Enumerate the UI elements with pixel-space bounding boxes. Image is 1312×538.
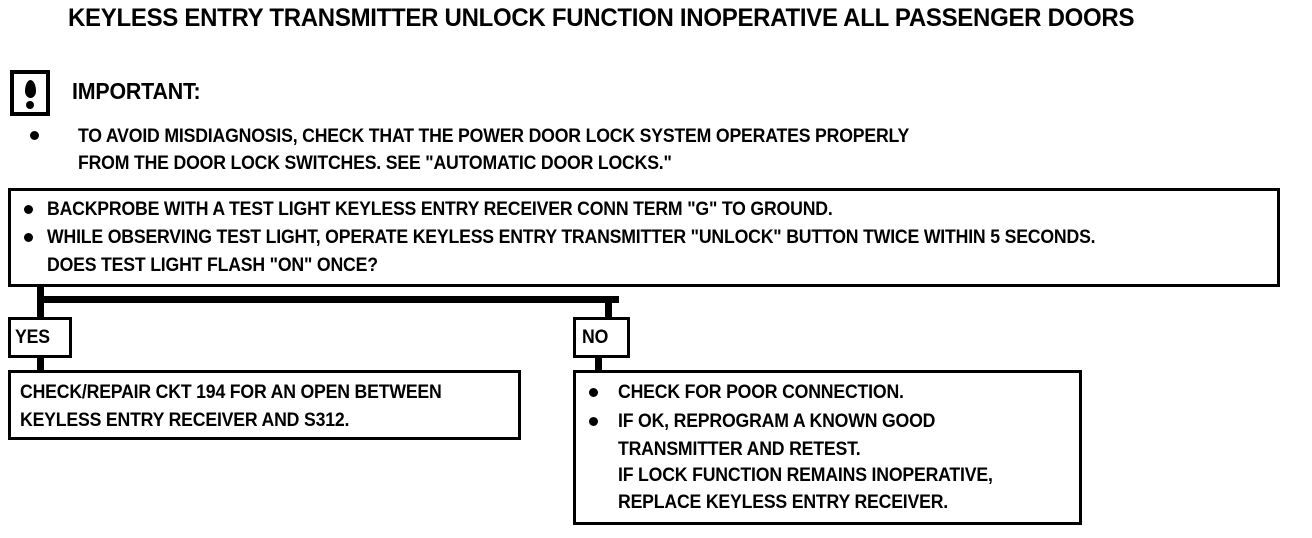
yes-result-box bbox=[8, 370, 521, 440]
connector-to-no bbox=[605, 296, 612, 320]
test-step-line-1: BACKPROBE WITH A TEST LIGHT KEYLESS ENTR… bbox=[47, 199, 833, 220]
no-result-line-4: IF LOCK FUNCTION REMAINS INOPERATIVE, bbox=[618, 465, 993, 486]
no-branch-label: NO bbox=[582, 327, 609, 348]
important-label: IMPORTANT: bbox=[72, 78, 201, 104]
test-step-line-3: DOES TEST LIGHT FLASH "ON" ONCE? bbox=[47, 255, 378, 276]
no-result-line-5: REPLACE KEYLESS ENTRY RECEIVER. bbox=[618, 492, 949, 513]
exclamation-warning-icon bbox=[10, 70, 50, 116]
no-result-line-1: CHECK FOR POOR CONNECTION. bbox=[618, 382, 904, 403]
test-step-box bbox=[8, 188, 1280, 287]
no-result-line-3: TRANSMITTER AND RETEST. bbox=[618, 439, 861, 460]
exclamation-dot bbox=[26, 101, 34, 109]
bullet-point bbox=[24, 205, 33, 214]
connector-no-to-result bbox=[595, 356, 602, 372]
no-result-line-2: IF OK, REPROGRAM A KNOWN GOOD bbox=[618, 411, 936, 432]
yes-result-line-1: CHECK/REPAIR CKT 194 FOR AN OPEN BETWEEN bbox=[20, 382, 442, 403]
important-note-line-2: FROM THE DOOR LOCK SWITCHES. SEE "AUTOMA… bbox=[78, 153, 672, 174]
bullet-point bbox=[24, 233, 33, 242]
connector-main-down bbox=[37, 287, 44, 301]
bullet-point bbox=[30, 131, 39, 140]
yes-result-line-2: KEYLESS ENTRY RECEIVER AND S312. bbox=[20, 410, 350, 431]
exclamation-body bbox=[24, 80, 36, 98]
connector-branch-bus bbox=[37, 296, 619, 303]
connector-to-yes bbox=[37, 296, 44, 320]
yes-branch-label: YES bbox=[15, 327, 50, 348]
bullet-point bbox=[589, 388, 598, 397]
page-title: KEYLESS ENTRY TRANSMITTER UNLOCK FUNCTIO… bbox=[68, 4, 1135, 32]
bullet-point bbox=[589, 417, 598, 426]
connector-yes-to-result bbox=[37, 356, 44, 372]
important-note-line-1: TO AVOID MISDIAGNOSIS, CHECK THAT THE PO… bbox=[78, 126, 910, 147]
no-result-box bbox=[573, 370, 1082, 525]
test-step-line-2: WHILE OBSERVING TEST LIGHT, OPERATE KEYL… bbox=[47, 227, 1096, 248]
